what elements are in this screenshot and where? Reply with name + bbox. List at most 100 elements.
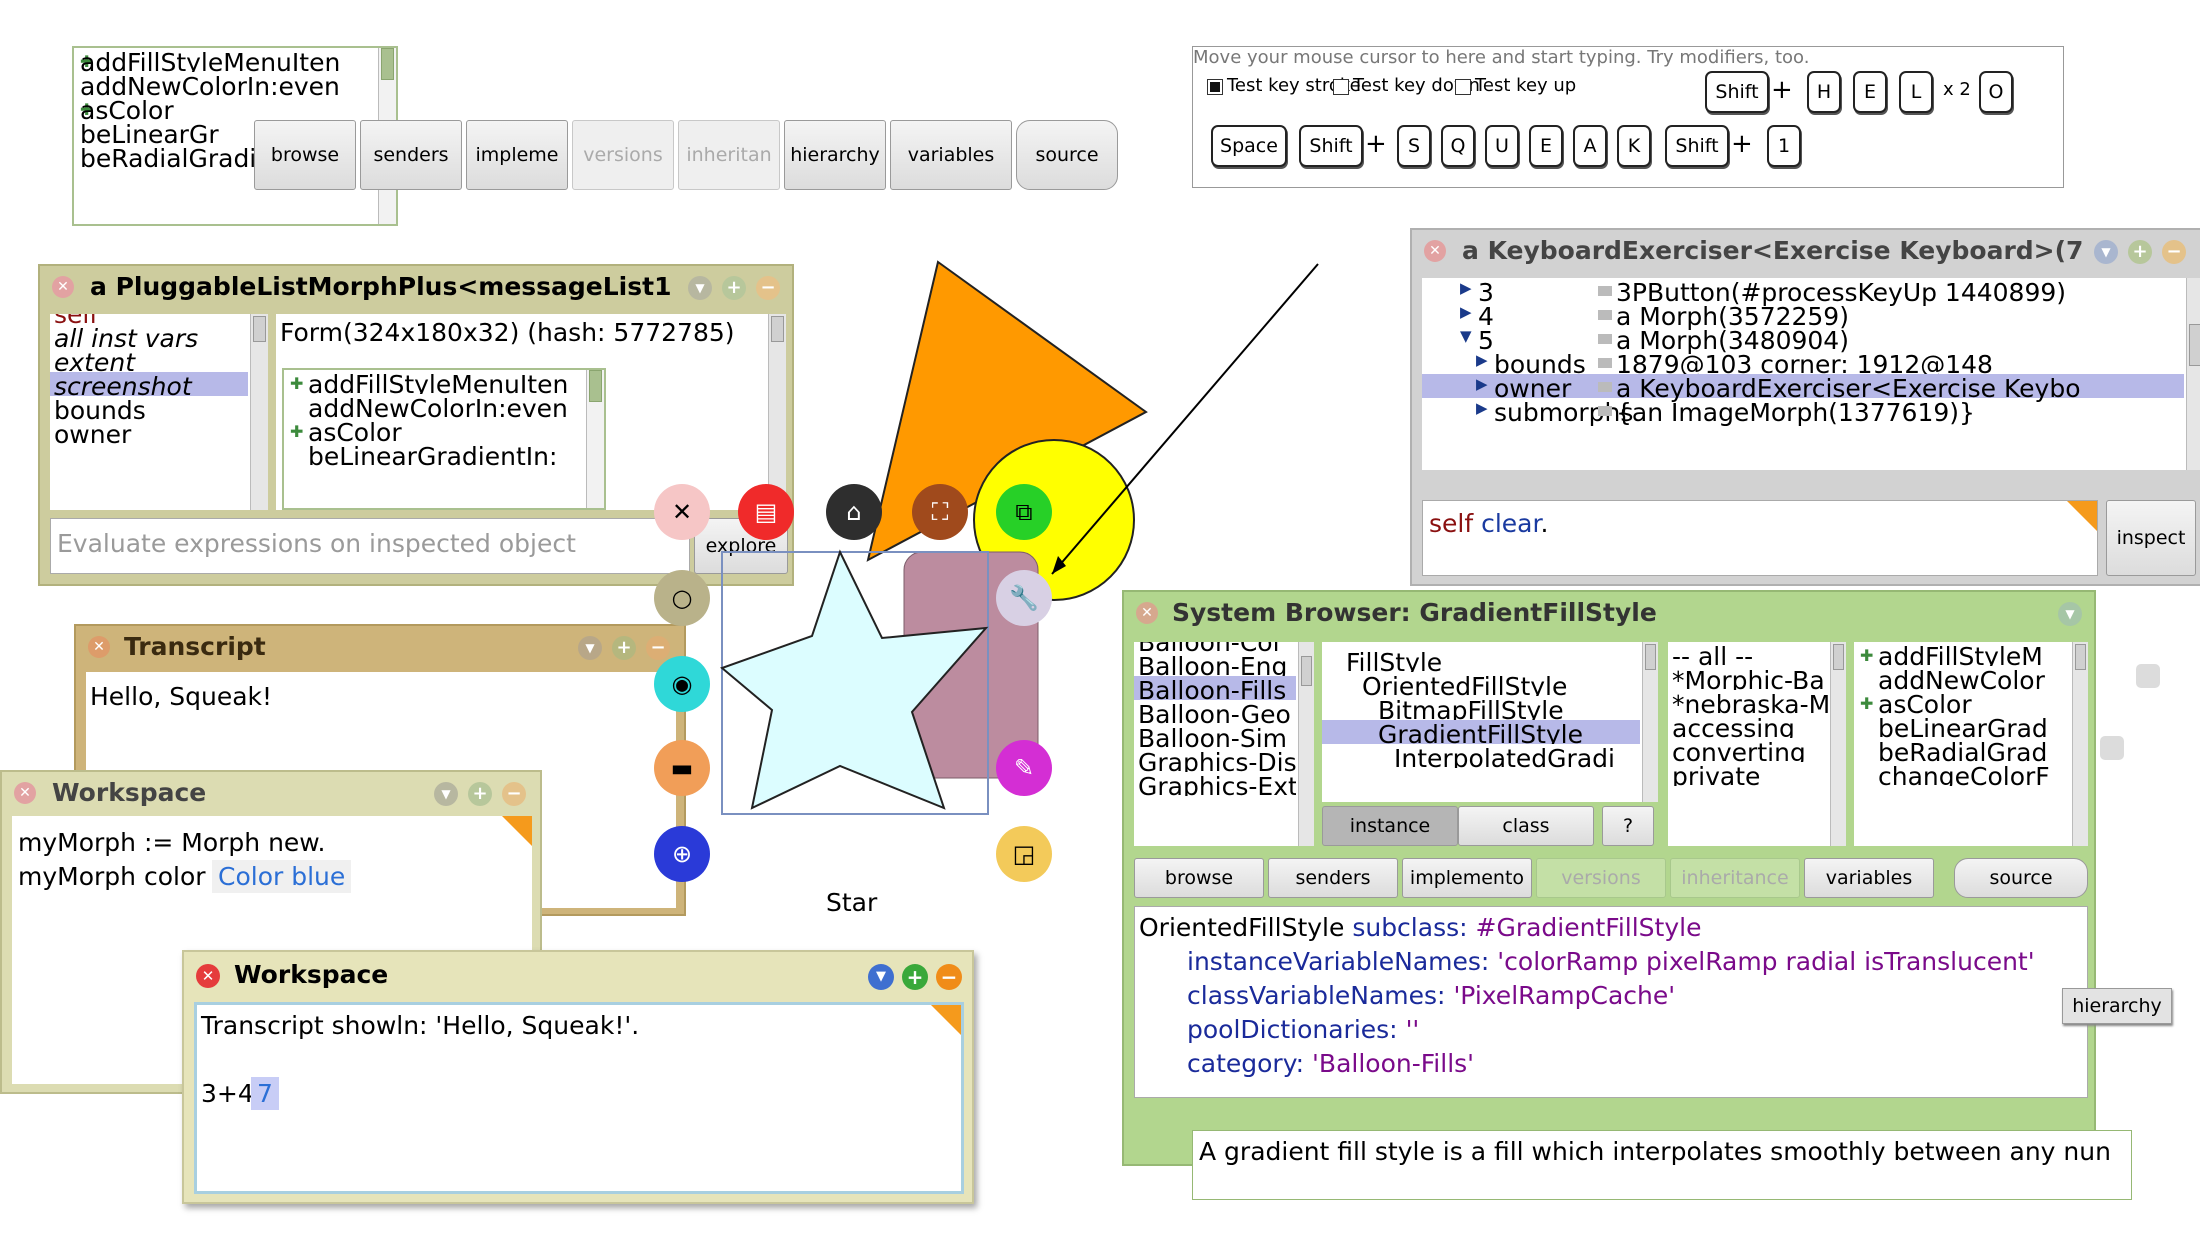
workspace-title-bar[interactable]: ✕ Workspace ▼ + − [2,772,540,812]
browse-button[interactable]: browse [1134,858,1264,898]
list-item[interactable]: beLinearGrad [1854,714,2070,738]
list-item[interactable]: changeColorF [1854,762,2070,786]
implementors-button[interactable]: impleme [466,120,568,190]
inspector-window[interactable]: ✕ a PluggableListMorphPlus<messageList1 … [38,264,794,586]
protocol-item[interactable]: accessing [1668,714,1828,738]
field-item[interactable]: self [50,314,248,329]
menu-icon[interactable]: − [646,636,670,660]
collapse-icon[interactable]: ▼ [2058,602,2082,626]
expand-icon[interactable]: + [468,782,492,806]
workspace-text-pane[interactable]: Transcript showln: 'Hello, Squeak!'. 3+4… [194,1002,964,1194]
class-item[interactable]: GradientFillStyle [1322,720,1640,744]
checkbox[interactable] [1333,79,1349,95]
category-item[interactable]: Balloon-Eng [1134,652,1296,676]
view-icon[interactable]: ◉ [654,656,710,712]
code-pane[interactable]: self clear. [1422,500,2098,576]
keyboard-test-panel[interactable]: Move your mouse cursor to here and start… [1192,46,2064,188]
versions-button[interactable]: versions [1536,858,1666,898]
collapsed-icon[interactable]: ▶ [1460,303,1472,321]
source-code-pane[interactable]: OrientedFillStyle subclass: #GradientFil… [1134,906,2088,1098]
category-item[interactable]: Balloon-Fills [1134,676,1296,700]
source-button[interactable]: source [1016,120,1118,190]
menu-icon[interactable]: − [502,782,526,806]
implementors-button[interactable]: implemento [1402,858,1532,898]
list-item[interactable]: ✚addFillStyleM [1854,642,2070,666]
resize-icon[interactable]: ◲ [996,826,1052,882]
list-item[interactable]: beLinearGr [74,120,396,144]
senders-button[interactable]: senders [360,120,462,190]
inspect-button[interactable]: inspect [2106,500,2196,576]
transcript-title-bar[interactable]: ✕ Transcript ▼ + − [76,626,684,666]
list-item[interactable]: addNewColorIn:even [284,394,586,418]
versions-button[interactable]: versions [572,120,674,190]
close-icon[interactable]: ✕ [1424,240,1446,262]
keyboard-exerciser-window[interactable]: ✕ a KeyboardExerciser<Exercise Keyboard>… [1410,228,2200,586]
list-item[interactable]: beLinearGradientIn: [284,442,586,466]
inspector-title-bar[interactable]: ✕ a PluggableListMorphPlus<messageList1 … [40,266,792,306]
hierarchy-button[interactable]: hierarchy [784,120,886,190]
protocol-item[interactable]: *Morphic-Ba [1668,666,1828,690]
expand-icon[interactable]: + [2128,240,2152,264]
category-item[interactable]: Balloon-Col [1134,642,1296,652]
collapsed-icon[interactable]: ▶ [1476,375,1488,393]
field-item[interactable]: owner [50,420,248,449]
menu-icon[interactable]: ▤ [738,484,794,540]
collapsed-icon[interactable]: ▶ [1476,399,1488,417]
exerciser-title-bar[interactable]: ✕ a KeyboardExerciser<Exercise Keyboard>… [1412,230,2200,270]
category-item[interactable]: Graphics-Ext [1134,772,1296,796]
list-item[interactable]: addNewColorIn:even [74,72,396,96]
list-item[interactable]: ✚asColor [74,96,396,120]
menu-icon[interactable]: − [756,276,780,300]
checkbox[interactable] [1207,79,1223,95]
checkbox[interactable] [1455,79,1471,95]
protocol-item[interactable]: converting [1668,738,1828,762]
class-item[interactable]: InterpolatedGradi [1322,744,1640,768]
collapse-icon[interactable]: ▼ [868,964,894,990]
tile-icon[interactable]: ▬ [654,740,710,796]
close-icon[interactable]: ✕ [88,636,110,658]
drag-icon[interactable]: ⛶ [912,484,968,540]
help-button[interactable]: ? [1602,806,1654,846]
system-browser-window[interactable]: ✕ System Browser: GradientFillStyle ▼ Ba… [1122,590,2096,1166]
collapse-icon[interactable]: ▼ [434,782,458,806]
scroll-handle-icon[interactable] [2100,736,2124,760]
inheritance-button[interactable]: inheritance [1670,858,1800,898]
collapse-icon[interactable]: ▼ [688,276,712,300]
close-icon[interactable]: ✕ [654,484,710,540]
value-pane-scrollbar[interactable] [768,314,786,510]
scroll-handle-icon[interactable] [2136,664,2160,688]
class-item[interactable]: BitmapFillStyle [1322,696,1640,720]
expand-icon[interactable]: + [722,276,746,300]
browse-button[interactable]: browse [254,120,356,190]
field-item[interactable]: all inst vars [50,324,248,353]
debug-icon[interactable]: 🔧 [996,570,1052,626]
rotate-icon[interactable]: ⊕ [654,826,710,882]
evaluate-input[interactable]: Evaluate expressions on inspected object [50,518,690,574]
collapse-icon[interactable]: ○ [654,570,710,626]
protocol-item[interactable]: -- all -- [1668,642,1828,666]
field-item[interactable]: extent [50,348,248,377]
field-item[interactable]: screenshot [50,372,248,401]
list-item[interactable]: addNewColor [1854,666,2070,690]
menu-icon[interactable]: − [2162,240,2186,264]
list-item[interactable]: ✚asColor [1854,690,2070,714]
senders-button[interactable]: senders [1268,858,1398,898]
grab-icon[interactable]: ⌂ [826,484,882,540]
close-icon[interactable]: ✕ [14,782,36,804]
category-item[interactable]: Graphics-Dis [1134,748,1296,772]
star-morph[interactable] [720,549,989,810]
tree-row[interactable]: ▶submorphs{an ImageMorph(1377619)} [1422,398,2184,427]
collapsed-icon[interactable]: ▶ [1476,351,1488,369]
field-item[interactable]: bounds [50,396,248,425]
list-item[interactable]: ✚addFillStyleMenuIten [284,370,586,394]
list-item[interactable]: ✚addFillStyleMenuIten [74,48,396,72]
close-icon[interactable]: ✕ [1136,602,1158,624]
variables-button[interactable]: variables [1804,858,1934,898]
